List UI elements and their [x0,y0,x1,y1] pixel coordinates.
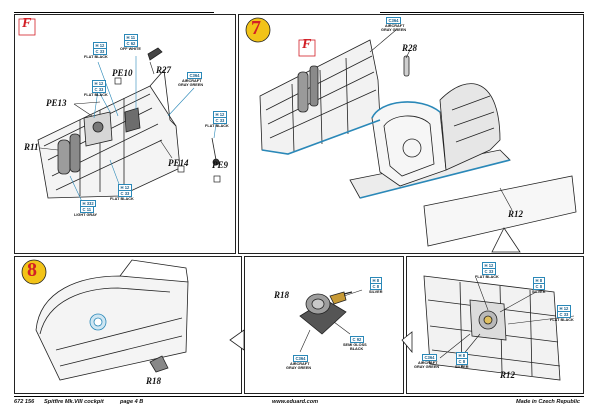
panel-step-8 [14,256,242,394]
part-label-pe9: PE9 [212,160,229,170]
paint-name: GRAY GREEN [414,365,440,369]
paint-name: SILVER [369,290,383,294]
paint-name: FLAT BLACK [110,197,134,201]
paint-code: C364 [386,17,402,24]
paint-code: C 33 [557,311,571,318]
pe-checkboxes [114,77,221,183]
part-label-r18-step8: R18 [146,376,162,386]
r12-panel-drawing [423,175,577,247]
panel-top-left [14,14,236,254]
paint-code: C 8 [370,283,382,290]
paint-name: BLACK [350,347,364,351]
step-7-number: 7 [251,17,261,39]
paint-name: FLAT BLACK [84,93,108,97]
part-label-r11: R11 [24,142,39,152]
fret-tags [18,18,316,57]
cockpit-floor-frame-drawing [349,83,511,199]
leader-lines-bottom-middle [299,289,363,353]
right-side-panel-drawing [259,39,381,155]
panel-connectors [229,227,521,354]
part-label-r28: R28 [402,43,418,53]
footer-catalog: 672 156 [14,399,35,405]
paint-name: LIGHT GRAY [74,213,98,217]
paint-name: GRAY GREEN [286,366,312,370]
paint-code: C 11 [80,206,94,213]
part-label-pe10: PE10 [112,68,133,78]
paint-code: C364 [422,354,438,361]
footer-website: www.eduard.com [272,399,319,405]
paint-name: GRAY GREEN [381,28,407,32]
part-label-r18: R18 [274,290,290,300]
gunsight-cylinders-drawing [57,107,141,175]
panel-bottom-middle [244,256,404,394]
part-label-r27: R27 [156,65,172,75]
part-label-r12-step7: R12 [508,209,524,219]
paint-name: OFF WHITE [120,47,141,51]
paint-name: FLAT BLACK [550,318,574,322]
paint-name: AIRCRAFT [182,79,202,83]
footer-page-number: page 4 B [120,399,144,405]
paint-code: C 62 [124,40,138,47]
leader-lines-parts-top-left [39,61,173,159]
leader-lines-step-7 [369,29,513,211]
panel-step-7 [238,14,584,254]
paint-name: SEMI GLOSS [343,343,367,347]
panel-bottom-right [406,256,584,394]
footer-rule [14,396,584,397]
paint-code: C 33 [93,48,107,55]
paint-code: C 33 [118,190,132,197]
footer-product: Spitfire Mk.VIII cockpit [44,399,104,405]
header-rule-right [380,12,584,13]
r28-part-drawing [403,55,410,77]
step-badges [21,17,271,285]
fret-mark-right: F [302,37,312,52]
paint-code: C364 [293,355,309,362]
footer-made-in: Made in Czech Republic [516,399,581,405]
paint-name: GRAY GREEN [178,83,204,87]
paint-name: AIRCRAFT [290,362,310,366]
fret-mark-left: F [22,16,32,31]
header-rule-left [14,12,214,13]
paint-name: AIRCRAFT [385,24,405,28]
part-label-pe13: PE13 [46,98,67,108]
leader-lines-top-left [69,56,217,207]
paint-name: FLAT BLACK [84,55,108,59]
part-label-r12: R12 [500,370,516,380]
part-label-pe14: PE14 [168,158,189,168]
blue-edge-highlights [261,101,511,199]
paint-name: FLAT BLACK [205,124,229,128]
paint-code: C 33 [92,86,106,93]
paint-code: C364 [187,72,203,79]
step-8-number: 8 [27,259,37,281]
paint-code: C 8 [456,358,468,365]
paint-code: C 33 [213,117,227,124]
paint-name: SILVER [455,365,469,369]
paint-code: C 8 [533,283,545,290]
r18-cylinder-drawing [299,291,353,335]
paint-code: C 33 [482,268,496,275]
pe9-handle-drawing [147,47,220,166]
paint-name: AIRCRAFT [418,361,438,365]
paint-name: SILVER [532,290,546,294]
paint-code: C 92 [350,336,364,343]
paint-name: FLAT BLACK [475,275,499,279]
step8-assembly-drawing [35,259,189,381]
